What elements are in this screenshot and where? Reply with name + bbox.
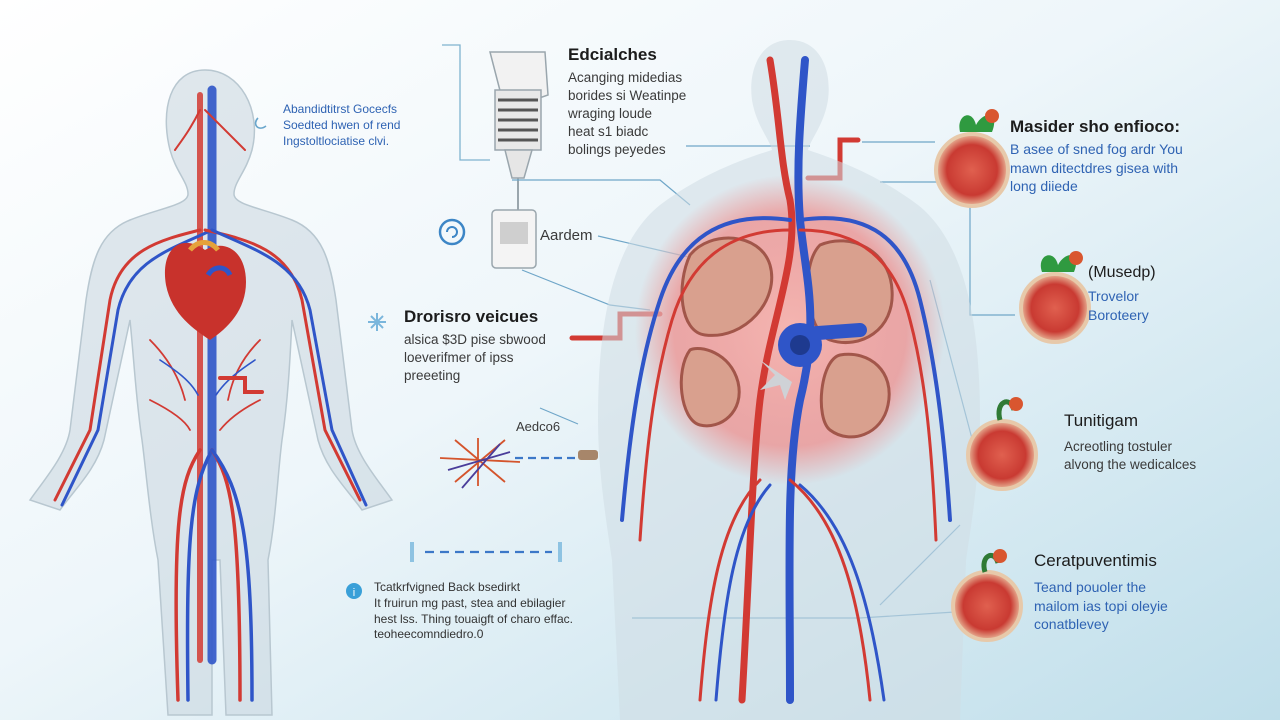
organ-image-4 — [951, 549, 1023, 642]
device-top-line: Acanging midedias — [568, 70, 683, 86]
organ-image-3 — [966, 397, 1038, 491]
organ-line: alvong the wedicalces — [1064, 457, 1197, 473]
organ-line: B asee of sned fog ardr You — [1010, 141, 1183, 158]
dashed-lines — [410, 456, 580, 562]
refresh-icon — [438, 218, 466, 246]
device-mid-title: Aardem — [540, 227, 593, 244]
sparkle-icon — [439, 438, 598, 489]
bottom-note-line: teoheecomndiedro.0 — [374, 627, 484, 642]
device-top-line: bolings peyedes — [568, 141, 666, 157]
bottom-note: Tcatkrfvigned Back bsedirkt It fruirun m… — [374, 580, 573, 643]
left-note: Abandidtitrst Gocecfs Soedted hwen of re… — [283, 102, 400, 149]
organ-line: Boroteery — [1088, 306, 1149, 323]
organ-title-4: Ceratpuventimis — [1034, 551, 1157, 570]
organ-line: mailom ias topi oleyie — [1034, 597, 1168, 614]
left-note-line: Abandidtitrst Gocecfs — [283, 102, 398, 116]
organ-line: Acreotling tostuler — [1064, 439, 1173, 455]
left-vessel-network — [53, 85, 368, 702]
organ-line: mawn ditectdres gisea with — [1010, 159, 1179, 176]
clip-icon — [254, 117, 267, 129]
veins-note-line: alsica $3D pise sbwood — [404, 332, 546, 348]
organ-image-2 — [1019, 251, 1091, 344]
organ-line: long diiede — [1010, 178, 1078, 195]
organ-line: Trovelor — [1088, 288, 1139, 305]
organ-title-2: (Musedp) — [1088, 264, 1156, 281]
organ-label-4: Ceratpuventimis Teand pouoler the mailom… — [1034, 550, 1168, 634]
organ-line: Teand pouoler the — [1034, 579, 1147, 596]
organ-title-1: Masider sho enfioco: — [1010, 117, 1181, 136]
organ-title-3: Tunitigam — [1064, 411, 1139, 430]
device-top-line: wraging loude — [568, 106, 653, 122]
veins-note-line: preeeting — [404, 368, 461, 384]
left-note-line: Ingstoltlociatise clvi. — [283, 133, 390, 148]
heart — [164, 240, 246, 340]
organ-label-1: Masider sho enfioco: B asee of sned fog … — [1010, 116, 1183, 196]
bracket-line — [442, 44, 490, 161]
left-note-line: Soedted hwen of rend — [283, 117, 401, 132]
bottom-note-line: It fruirun mg past, stea and ebilagier — [374, 595, 566, 610]
veins-note-title: Drorisro veicues — [404, 307, 539, 326]
organ-image-1 — [934, 109, 1010, 208]
device-top-label: Edcialches Acanging midedias borides si … — [568, 44, 686, 159]
organ-label-2: (Musedp) Trovelor Boroteery — [1088, 262, 1156, 324]
veins-note: Drorisro veicues alsica $3D pise sbwood … — [404, 306, 546, 385]
info-icon: i — [346, 583, 362, 599]
bottom-note-line: Tcatkrfvigned Back bsedirkt — [374, 580, 521, 594]
veins-note-line: loeverifmer of ipss — [404, 350, 514, 366]
organ-line: conatblevey — [1034, 616, 1109, 633]
vial-device — [491, 209, 537, 269]
svg-text:i: i — [353, 587, 355, 599]
device-top-line: borides si Weatinpe — [568, 88, 687, 104]
snowflake-icon — [368, 313, 386, 331]
device-top-title: Edcialches — [568, 45, 657, 64]
filter-device — [489, 51, 549, 210]
organ-label-3: Tunitigam Acreotling tostuler alvong the… — [1064, 410, 1196, 474]
device-top-line: heat s1 biadc — [568, 123, 649, 139]
right-vessel-network — [620, 56, 952, 704]
bottom-note-line: hest lss. Thing touaigft of charo effac. — [374, 611, 574, 626]
small-note-title: Aedco6 — [516, 419, 561, 434]
central-vessel-node — [760, 323, 822, 400]
